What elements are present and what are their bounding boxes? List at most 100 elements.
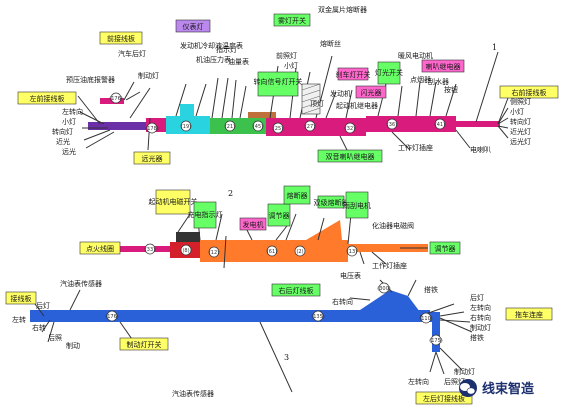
box-dual-horn-relay [317, 149, 383, 163]
box-brake-switch-label: 制动灯开关 [127, 340, 162, 349]
box-flasher-label: 闪光器 [361, 88, 382, 97]
box-instrument-lamp [175, 19, 211, 33]
label-r-left-turn: 左转向 [470, 303, 491, 312]
box-left-rear-label: 左后灯接线板 [423, 394, 465, 403]
node-label: (175) [429, 338, 442, 344]
node-label: (135) [311, 314, 324, 320]
node-61 [266, 245, 278, 257]
box-turn-switch-label: 转向信号灯开关 [254, 77, 303, 86]
box-regulator-label: 调节器 [269, 211, 290, 220]
box-ignition-switch-label: 点火线圈 [86, 244, 114, 253]
watermark: 线束智造 [459, 379, 535, 397]
label-top-lamp: 顶灯 [310, 99, 324, 108]
harness-2-dark-stub [176, 232, 200, 242]
box-turn-switch [257, 71, 299, 97]
label-engine-motor: 发动机 [330, 89, 351, 98]
node-176 [110, 92, 122, 104]
node-21 [224, 120, 236, 132]
node-19 [180, 120, 192, 132]
label-dual-fuse: 双金属片熔断器 [318, 5, 367, 14]
harness-2-boxes: 点火线圈 起动机电磁开关 充电指示灯 发电机 调节器 熔断器 双级熔断器 雨刮电… [79, 185, 461, 255]
node-25 [272, 122, 284, 134]
box-starter-relay-label: 起动机电磁开关 [149, 197, 198, 206]
box-charge-lamp [193, 201, 217, 229]
harness-2-labels: 化油器电磁阀 工作灯插座 电压表 2 [228, 189, 414, 280]
label-r-near-light: 近光灯 [510, 127, 531, 136]
label-bottom-rear: 后照灯 [444, 377, 465, 386]
label-near-light: 近光 [56, 137, 70, 146]
label-r-rear: 后灯 [470, 293, 484, 302]
harness-2-nodes: (33) (8) (12) (61) (2) (13) [144, 243, 358, 258]
node-label: (176) [109, 96, 122, 102]
box-flasher [355, 85, 387, 99]
label-brake-lamp: 制动灯 [138, 71, 159, 80]
label-hitch: 搭铁 [424, 285, 438, 294]
box-horn-relay [421, 59, 465, 73]
label-starter-2: 电压表 [340, 271, 361, 280]
box-dual-relay-label: 双级熔断器 [314, 198, 349, 207]
label-far-light: 远光 [62, 147, 76, 156]
box-front-left-lamp [17, 91, 77, 105]
node-12 [208, 246, 220, 258]
box-fog-switch [273, 13, 311, 27]
box-tow-connector [505, 307, 553, 321]
box-charge-lamp-label: 充电指示灯 [188, 210, 223, 219]
box-wiper-motor-label: 雨刮电机 [343, 201, 371, 210]
label-bottom-brake: 制动灯 [454, 367, 475, 376]
box-light-switch-label: 灯光开关 [375, 68, 403, 77]
box-left-rear [415, 391, 473, 405]
label-engine-group: 发动机冷却液温度表 [180, 41, 243, 50]
box-brake-lamp-switch-label: 刹车灯开关 [336, 70, 371, 79]
node-label: (41) [435, 122, 445, 128]
label-starter: 起动机继电器 [336, 101, 378, 110]
harness-1: (176) (178) (19) (21) (45) (25) (27) (32… [17, 5, 559, 165]
label-left-turn: 左转向 [62, 107, 83, 116]
harness-3-number: 3 [284, 353, 289, 362]
label-fuel-gauge: 油量表 [228, 57, 249, 66]
label-brake-3: 制动 [66, 341, 80, 350]
box-front-right-lamp [499, 85, 559, 99]
node-label: (25) [273, 126, 283, 132]
node-label: (178) [145, 126, 158, 132]
harness-1-labels: 预压油底报警器 左转向 小灯 转向灯 近光 远光 制动灯 汽车后灯 发动机冷却液… [52, 5, 531, 156]
box-brake-switch [119, 337, 169, 351]
node-8 [180, 244, 192, 256]
box-fuse-box [283, 185, 311, 205]
box-horn-relay-label: 喇叭继电器 [426, 62, 461, 71]
label-fuel: 汽车后灯 [118, 49, 146, 58]
node-label: (21) [225, 124, 235, 130]
box-rear-left [5, 291, 37, 305]
box-regulator [267, 203, 291, 227]
node-label: (61) [267, 249, 277, 255]
box-starter-relay [155, 189, 191, 215]
node-3-176 [106, 310, 118, 322]
box-far-light [133, 151, 171, 165]
label-r-right-turn: 右转向 [470, 313, 491, 322]
node-label: (176) [105, 314, 118, 320]
box-front-right-lamp-label: 右前接线板 [512, 88, 547, 97]
node-label: (32) [345, 126, 355, 132]
label-rear-light-3: 后照 [48, 333, 62, 342]
node-label: (8) [182, 248, 189, 254]
label-r-brake: 制动灯 [470, 323, 491, 332]
box-tow-connector-label: 拖车连座 [515, 310, 543, 319]
label-cigarette: 点烟器 [410, 75, 431, 84]
box-rear-left-label: 接线板 [11, 294, 32, 303]
harness-1-number: 1 [492, 43, 497, 52]
label-instrument-ind: 指示灯 [216, 45, 237, 54]
box-front-connector-label: 前接线板 [107, 34, 135, 43]
box-generator-label: 发电机 [243, 220, 264, 229]
label-turn-3: 右转 [32, 323, 46, 332]
node-3-300 [378, 282, 390, 294]
node-36 [386, 118, 398, 130]
node-13 [346, 245, 358, 257]
node-label: (12) [209, 250, 219, 256]
node-3-110 [420, 312, 432, 324]
box-fuse-box-label: 熔断器 [287, 191, 308, 200]
harness-2-number: 2 [228, 189, 233, 198]
label-r-small: 小灯 [510, 107, 524, 116]
label-turn-light: 转向灯 [52, 127, 73, 136]
label-front-lamp: 前照灯 [276, 51, 297, 60]
label-heater-fan: 暖风电动机 [398, 51, 433, 60]
label-r-turn2: 右转向 [332, 297, 353, 306]
